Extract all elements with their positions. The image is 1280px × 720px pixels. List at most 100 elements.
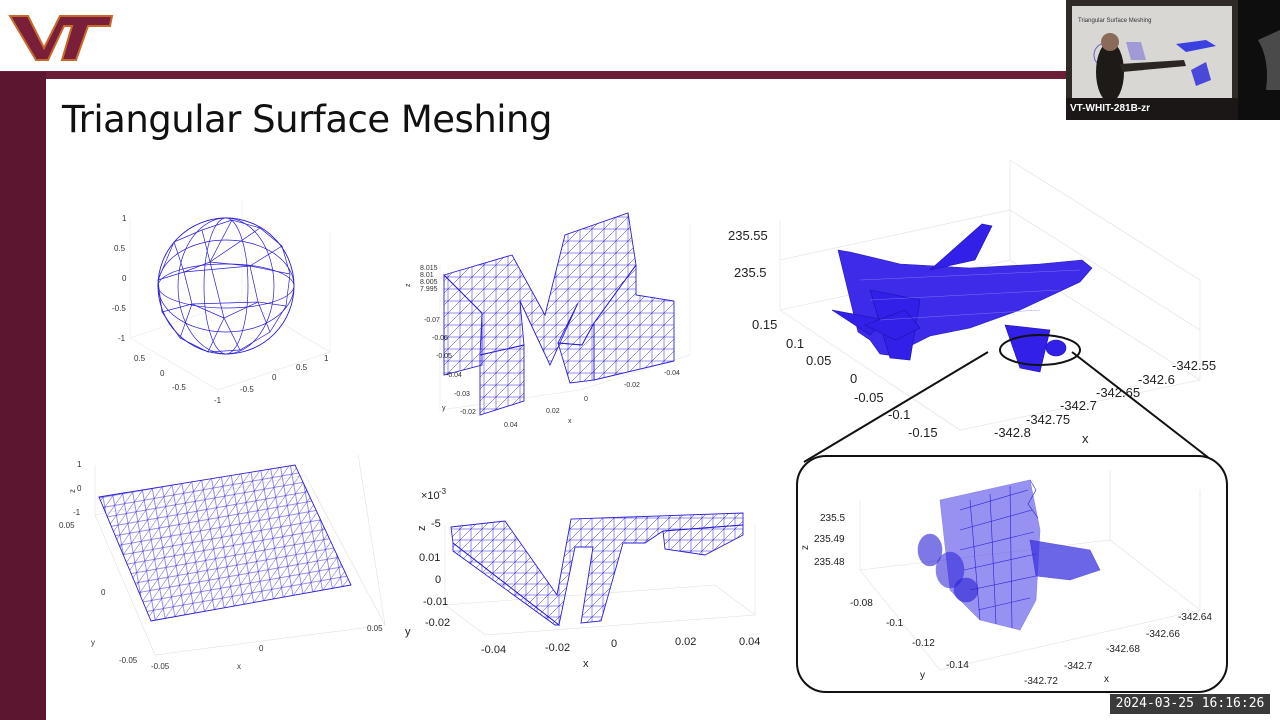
vt-y-tick: -0.01 [423,596,448,608]
plane-z-tick: 235.5 [734,265,767,280]
plane-x-tick: -342.75 [1026,412,1070,427]
m-block-mesh-plot: 8.015 8.01 8.005 7.995 z -0.07 -0.06 -0.… [405,212,691,429]
airplane-mesh-plot: 235.55 235.5 z 0.15 0.1 0.05 0 -0.05 -0.… [728,160,1216,446]
engine-z-tick: 235.5 [820,513,845,524]
vt-x-tick: 0 [611,638,617,650]
plane-y-tick: -0.15 [908,425,938,440]
m-x-label: x [568,418,572,425]
vt-z-tick: -5 [431,518,441,530]
m-x-tick: 0.02 [546,408,560,415]
m-z-tick: 8.01 [420,272,434,279]
webcam-feed: Triangular Surface Meshing [1066,0,1238,120]
recording-timestamp: 2024-03-25 16:16:26 [1110,694,1270,714]
m-z-tick: 7.995 [420,286,438,293]
m-x-tick: 0 [584,396,588,403]
plane-x-tick: -342.7 [1060,398,1097,413]
plate-y-tick: -0.05 [119,656,138,665]
vt-y-tick: -0.02 [425,617,450,629]
plate-x-tick: -0.05 [151,662,170,671]
sphere-z-tick: -1 [118,334,126,343]
vt-x-label: x [583,658,589,670]
header-maroon-stripe [0,71,1066,79]
engine-z-label: z [800,545,811,550]
plane-y-tick: 0.1 [786,336,804,351]
slide-title: Triangular Surface Meshing [62,98,553,141]
sphere-y-tick: -1 [214,396,222,405]
m-x-tick: 0.04 [504,422,518,429]
engine-y-tick: -0.1 [886,618,904,629]
sphere-y-tick: 0 [160,369,165,378]
plane-y-tick: 0 [850,371,857,386]
sphere-z-tick: 1 [122,214,127,223]
m-y-tick: -0.05 [436,353,452,360]
m-y-tick: -0.04 [446,372,462,379]
sphere-z-tick: -0.5 [112,304,126,313]
webcam-label: VT-WHIT-281B-zr [1070,103,1151,114]
plate-z-label: z [68,489,77,493]
engine-x-tick: -342.72 [1024,676,1058,687]
left-rail [0,72,46,720]
engine-y-label: y [920,670,925,681]
plane-x-label: x [1082,431,1089,446]
vt-x-tick: 0.02 [675,636,696,648]
engine-y-tick: -0.14 [946,660,969,671]
vt-x-tick: -0.04 [481,644,506,656]
plane-z-tick: 235.55 [728,228,768,243]
sphere-x-tick: 0 [272,373,277,382]
engine-z-tick: 235.49 [814,534,845,545]
m-y-tick: -0.07 [424,317,440,324]
plate-y-label: y [91,638,95,647]
plate-y-tick: 0.05 [59,521,75,530]
m-x-tick: -0.02 [624,382,640,389]
plane-y-tick: 0.15 [752,317,777,332]
sphere-y-tick: -0.5 [172,383,186,392]
vt-y-tick: 0 [435,574,441,586]
plane-y-tick: -0.05 [854,390,884,405]
m-x-tick: -0.04 [664,370,680,377]
sphere-x-tick: -0.5 [240,385,254,394]
engine-zoom-plot: 235.5 235.49 235.48 z -0.08 -0.1 -0.12 -… [800,470,1212,687]
plane-x-tick: -342.6 [1138,372,1175,387]
engine-x-label: x [1104,674,1109,685]
plate-mesh-plot: z 1 0 -1 0.05 0 -0.05 y -0.05 0 0.05 x [59,455,386,671]
webcam-preview-title: Triangular Surface Meshing [1078,18,1151,24]
sphere-z-tick: 0.5 [114,244,126,253]
m-y-tick: -0.03 [454,391,470,398]
zoom-callout-lines [803,351,1215,463]
vt-y-tick: 0.01 [419,552,440,564]
m-y-label: y [442,405,446,412]
plate-y-tick: 0 [101,588,106,597]
m-z-label: z [405,283,412,287]
plate-x-label: x [237,662,241,671]
plane-y-tick: 0.05 [806,353,831,368]
plate-z-tick: 1 [77,460,82,469]
sphere-y-tick: 0.5 [134,354,146,363]
m-y-tick: -0.06 [432,335,448,342]
sphere-x-tick: 1 [324,354,329,363]
sphere-z-tick: 0 [122,274,127,283]
vt-exponent: ×10 [421,490,440,502]
engine-y-tick: -0.08 [850,598,873,609]
vt-z-label: z [416,526,428,532]
webcam-side-panel [1238,0,1280,120]
vt-x-tick: -0.02 [545,642,570,654]
sphere-mesh-plot: 1 0.5 0 -0.5 -1 0.5 0 -0.5 -1 1 0.5 0 -0… [112,200,331,405]
vt-x-tick: 0.04 [739,636,760,648]
plate-x-tick: 0.05 [367,624,383,633]
vt-logo [8,15,114,61]
plane-x-tick: -342.8 [994,425,1031,440]
vt-exponent-power: -3 [439,487,447,496]
engine-x-tick: -342.68 [1106,644,1140,655]
engine-y-tick: -0.12 [912,638,935,649]
engine-x-tick: -342.64 [1178,612,1212,623]
m-y-tick: -0.02 [460,409,476,416]
plate-z-tick: 0 [77,484,82,493]
m-z-tick: 8.015 [420,265,438,272]
vt-y-label: y [405,626,411,638]
sphere-x-tick: 0.5 [296,363,308,372]
engine-x-tick: -342.66 [1146,629,1180,640]
plate-x-tick: 0 [259,644,264,653]
plane-x-tick: -342.55 [1172,358,1216,373]
m-z-tick: 8.005 [420,279,438,286]
vt-block-mesh-plot: ×10 -3 z -5 0.01 0 -0.01 -0.02 y -0.04 -… [405,487,760,670]
